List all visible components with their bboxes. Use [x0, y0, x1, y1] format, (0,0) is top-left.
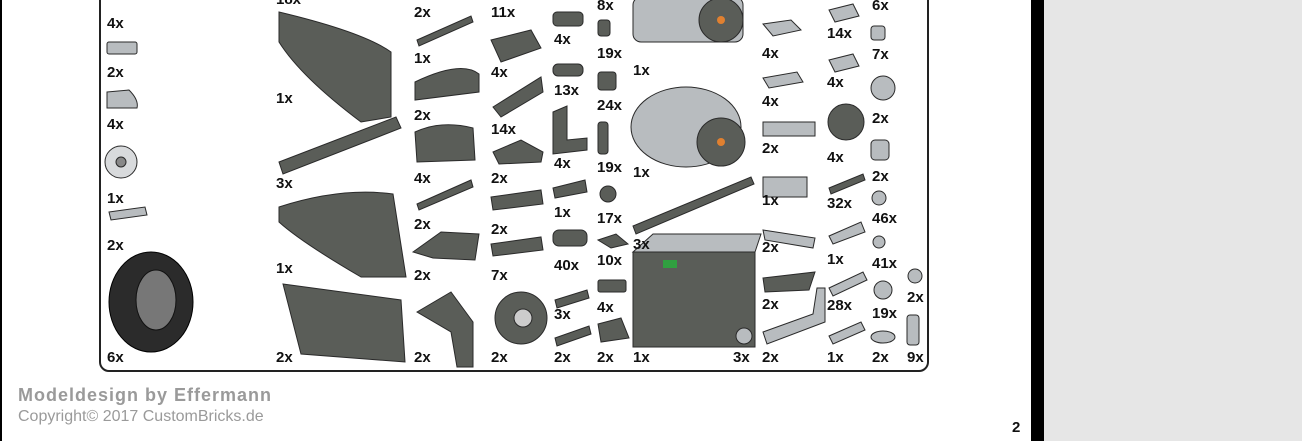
quantity-label: 2x — [491, 349, 508, 366]
quantity-label: 11x — [491, 4, 516, 21]
instruction-page: 4x 2x 4x 1x 2x 6x 18x 1x 3x 1x 2x 2x 1x … — [0, 0, 1021, 441]
quantity-label: 4x — [414, 170, 431, 187]
quantity-label: 2x — [414, 107, 431, 124]
quantity-label: 1x — [107, 190, 124, 207]
quantity-label: 14x — [491, 121, 517, 138]
quantity-label: 4x — [827, 74, 844, 91]
quantity-label: 2x — [762, 140, 779, 157]
quantity-label: 7x — [491, 267, 508, 284]
quantity-label: 3x — [633, 236, 650, 253]
quantity-label: 2x — [762, 296, 779, 313]
quantity-label: 41x — [872, 255, 898, 272]
quantity-label: 19x — [597, 159, 623, 176]
parts-illustrations — [104, 0, 923, 368]
quantity-label: 2x — [597, 349, 614, 366]
part-tile — [106, 41, 138, 55]
page-divider-bar — [1031, 0, 1044, 441]
quantity-label: 19x — [597, 45, 623, 62]
quantity-label: 14x — [827, 25, 853, 42]
quantity-label: 4x — [107, 15, 124, 32]
part-battery-box — [632, 251, 756, 348]
quantity-label: 18x — [276, 0, 301, 8]
part-panel-wide — [282, 283, 406, 363]
quantity-label: 1x — [762, 192, 779, 209]
quantity-label: 4x — [554, 31, 571, 48]
quantity-label: 2x — [762, 0, 779, 1]
quantity-label: 6x — [107, 349, 124, 366]
part-slope — [414, 68, 480, 101]
quantity-label: 40x — [554, 257, 580, 274]
part-beam — [278, 116, 402, 175]
quantity-label: 2x — [414, 349, 431, 366]
quantity-label: 4x — [762, 93, 779, 110]
part-gear-small — [870, 75, 896, 101]
quantity-label: 1x — [827, 251, 844, 268]
quantity-label: 4x — [107, 116, 124, 133]
quantity-label: 2x — [414, 216, 431, 233]
copyright-text: Copyright© 2017 CustomBricks.de — [18, 408, 264, 425]
quantity-label: 4x — [597, 299, 614, 316]
quantity-label: 19x — [872, 305, 898, 322]
quantity-label: 9x — [907, 349, 924, 366]
quantity-label: 4x — [762, 45, 779, 62]
quantity-label: 1x — [276, 90, 293, 107]
quantity-label: 2x — [872, 110, 889, 127]
quantity-label: 3x — [733, 349, 750, 366]
quantity-label: 2x — [872, 168, 889, 185]
quantity-label: 2x — [276, 349, 293, 366]
quantity-label: 2x — [491, 221, 508, 238]
quantity-label: 1x — [414, 50, 431, 67]
viewer-background — [1044, 0, 1302, 441]
quantity-label: 4x — [827, 149, 844, 166]
quantity-label: 24x — [597, 97, 623, 114]
quantity-label: 17x — [597, 210, 623, 227]
quantity-label: 2x — [491, 170, 508, 187]
quantity-label: 2x — [872, 349, 889, 366]
quantity-label: 10x — [597, 252, 623, 269]
quantity-label: 1x — [633, 349, 650, 366]
quantity-label: 3x — [554, 306, 571, 323]
quantity-label: 28x — [827, 297, 853, 314]
page-number: 2 — [1012, 419, 1021, 436]
part-curved-slope — [106, 89, 138, 109]
quantity-label: 2x — [907, 289, 924, 306]
quantity-label: 7x — [872, 46, 889, 63]
page-edge — [0, 0, 2, 441]
quantity-label: 4x — [491, 64, 508, 81]
quantity-label: 6x — [872, 0, 889, 14]
quantity-label: 2x — [762, 349, 779, 366]
quantity-label: 1x — [276, 260, 293, 277]
quantity-label: 2x — [107, 237, 124, 254]
quantity-label: 1x — [633, 164, 650, 181]
quantity-label: 2x — [414, 4, 431, 21]
part-panel — [278, 11, 392, 123]
quantity-label: 3x — [276, 175, 293, 192]
parts-list-box: 4x 2x 4x 1x 2x 6x 18x 1x 3x 1x 2x 2x 1x … — [99, 0, 929, 372]
quantity-label: 46x — [872, 210, 898, 227]
part-gear — [827, 103, 865, 141]
quantity-label: 1x — [827, 349, 844, 366]
quantity-label: 13x — [554, 82, 580, 99]
quantity-label: 1x — [554, 204, 571, 221]
part-axle-long — [632, 176, 755, 235]
quantity-label: 1x — [633, 62, 650, 79]
quantity-label: 2x — [414, 267, 431, 284]
credit-title: Modeldesign by Effermann — [18, 385, 273, 405]
part-panel — [278, 191, 407, 278]
quantity-label: 2x — [107, 64, 124, 81]
quantity-label: 4x — [554, 155, 571, 172]
quantity-label: 2x — [554, 349, 571, 366]
quantity-label: 2x — [762, 239, 779, 256]
quantity-label: 8x — [597, 0, 614, 14]
quantity-label: 32x — [827, 195, 853, 212]
